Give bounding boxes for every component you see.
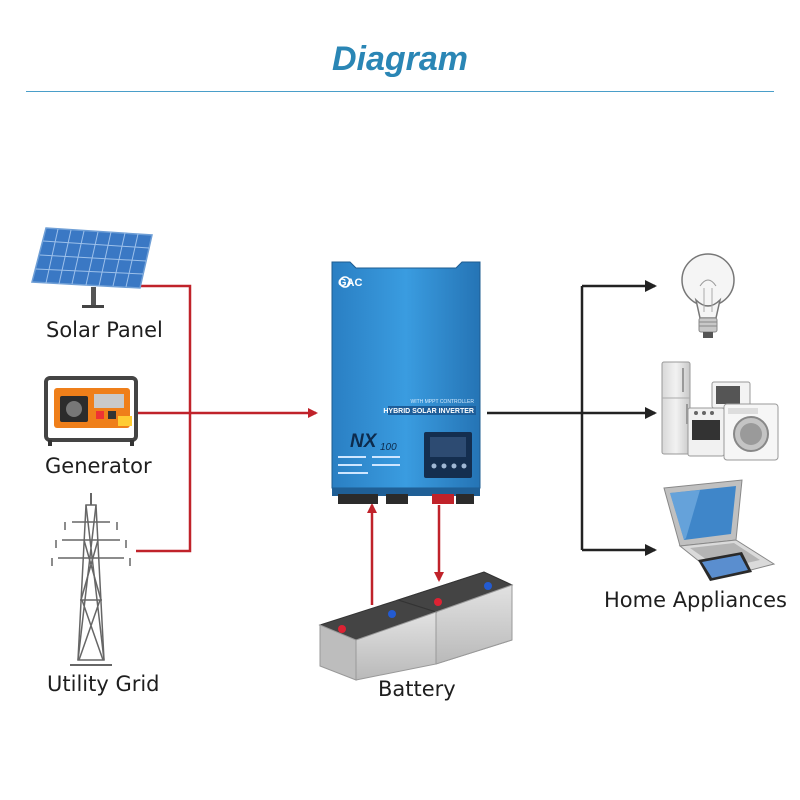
battery-terminal-right [432, 494, 454, 504]
solar-panel-icon [31, 227, 153, 308]
battery-icon [318, 571, 514, 681]
laptop-icon [663, 479, 776, 581]
output-connections [487, 280, 657, 556]
generator-label: Generator [45, 454, 152, 478]
source-bus-line [136, 284, 192, 553]
appliances-icon [661, 361, 779, 461]
input-connections [136, 284, 444, 605]
light-bulb-icon [681, 253, 735, 338]
inverter-subtitle: WITH MPPT CONTROLLER [410, 399, 474, 405]
inverter-model: NX [350, 431, 378, 452]
inverter-name: HYBRID SOLAR INVERTER [383, 408, 474, 415]
utility-grid-icon [51, 493, 131, 666]
hybrid-inverter-icon: GAC WITH MPPT CONTROLLER HYBRID SOLAR IN… [331, 261, 481, 504]
solar-panel-label: Solar Panel [46, 318, 163, 342]
battery-label: Battery [378, 677, 456, 701]
inverter-brand: GAC [338, 277, 363, 289]
page-title: Diagram [331, 40, 469, 78]
utility-grid-label: Utility Grid [47, 672, 160, 696]
brand-logo-icon [339, 276, 351, 288]
battery-terminal-left [338, 494, 378, 504]
generator-icon [44, 376, 138, 446]
inverter-model-suffix: 100 [380, 442, 397, 453]
home-appliances-label: Home Appliances [604, 588, 787, 612]
title-divider [26, 91, 774, 92]
